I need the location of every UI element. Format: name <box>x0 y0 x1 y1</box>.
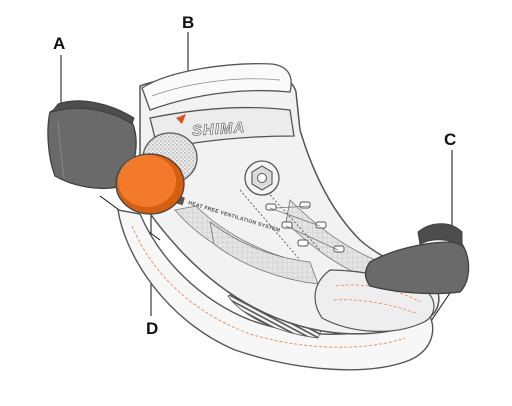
callout-b: B <box>182 13 195 32</box>
shima-logo-icon <box>176 114 186 124</box>
boa-dial-icon <box>244 160 280 196</box>
callout-a: A <box>53 34 66 53</box>
boot-upper <box>139 63 440 335</box>
callout-d: D <box>146 319 159 338</box>
ankle-disc-d <box>115 153 185 215</box>
toe-slider-c <box>364 223 470 295</box>
callout-c: C <box>444 130 457 149</box>
brand-text: SHIMA <box>191 119 245 140</box>
